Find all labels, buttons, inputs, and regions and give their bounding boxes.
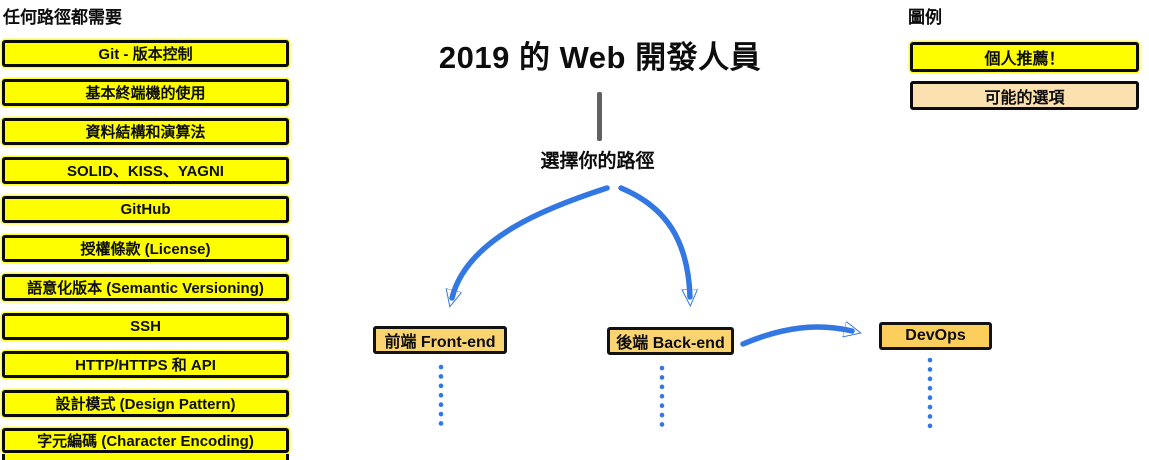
required-item-terminal[interactable]: 基本終端機的使用 [2, 79, 289, 106]
legend-item-label: 個人推薦！ [984, 51, 1065, 68]
required-item-label: 資料結構和演算法 [85, 124, 206, 141]
path-box-backend[interactable]: 後端 Back-end [607, 327, 734, 355]
choose-path-label: 選擇你的路徑 [540, 151, 655, 172]
required-item-ssh[interactable]: SSH [2, 313, 289, 340]
path-box-label: 前端 Front-end [384, 334, 496, 351]
required-item-label: GitHub [120, 201, 171, 218]
path-box-frontend[interactable]: 前端 Front-end [373, 326, 507, 354]
required-item-patterns[interactable]: 設計模式 (Design Pattern) [2, 390, 289, 417]
required-item-label: SSH [130, 318, 161, 335]
legend-item-label: 可能的選項 [984, 89, 1065, 107]
legend-title: 圖例 [908, 8, 942, 27]
required-item-label: 設計模式 (Design Pattern) [55, 396, 236, 413]
required-item-label: SOLID、KISS、YAGNI [67, 163, 224, 180]
arrow-to-backend [618, 185, 690, 297]
required-item-label: 語意化版本 (Semantic Versioning) [27, 280, 264, 297]
required-item-label: 字元編碼 (Character Encoding) [37, 433, 254, 450]
required-item-label: Git - 版本控制 [98, 46, 193, 63]
required-item-solid[interactable]: SOLID、KISS、YAGNI [2, 157, 289, 184]
page-title: 2019 的 Web 開發人員 [438, 40, 762, 75]
required-item-github[interactable]: GitHub [2, 196, 289, 223]
required-item-label: HTTP/HTTPS 和 API [75, 357, 216, 374]
required-item-label: 授權條款 (License) [80, 241, 211, 258]
required-item-label: 基本終端機的使用 [85, 85, 206, 102]
title-connector-line [597, 92, 602, 141]
required-item-semver[interactable]: 語意化版本 (Semantic Versioning) [2, 274, 289, 301]
path-box-label: DevOps [905, 327, 966, 344]
required-item-git[interactable]: Git - 版本控制 [2, 40, 289, 67]
required-item-license[interactable]: 授權條款 (License) [2, 235, 289, 262]
required-item-dsa[interactable]: 資料結構和演算法 [2, 118, 289, 145]
path-box-devops[interactable]: DevOps [879, 322, 992, 350]
arrow-to-frontend [452, 185, 610, 298]
required-column-title: 任何路徑都需要 [3, 8, 122, 27]
legend-item-recommended: 個人推薦！ [910, 42, 1139, 72]
arrow-backend-to-devops [740, 327, 852, 347]
path-box-label: 後端 Back-end [616, 335, 725, 352]
required-item-http[interactable]: HTTP/HTTPS 和 API [2, 351, 289, 378]
required-item-cutoff [2, 454, 289, 460]
legend-item-possible-option: 可能的選項 [910, 81, 1139, 110]
required-item-encoding[interactable]: 字元編碼 (Character Encoding) [2, 428, 289, 453]
